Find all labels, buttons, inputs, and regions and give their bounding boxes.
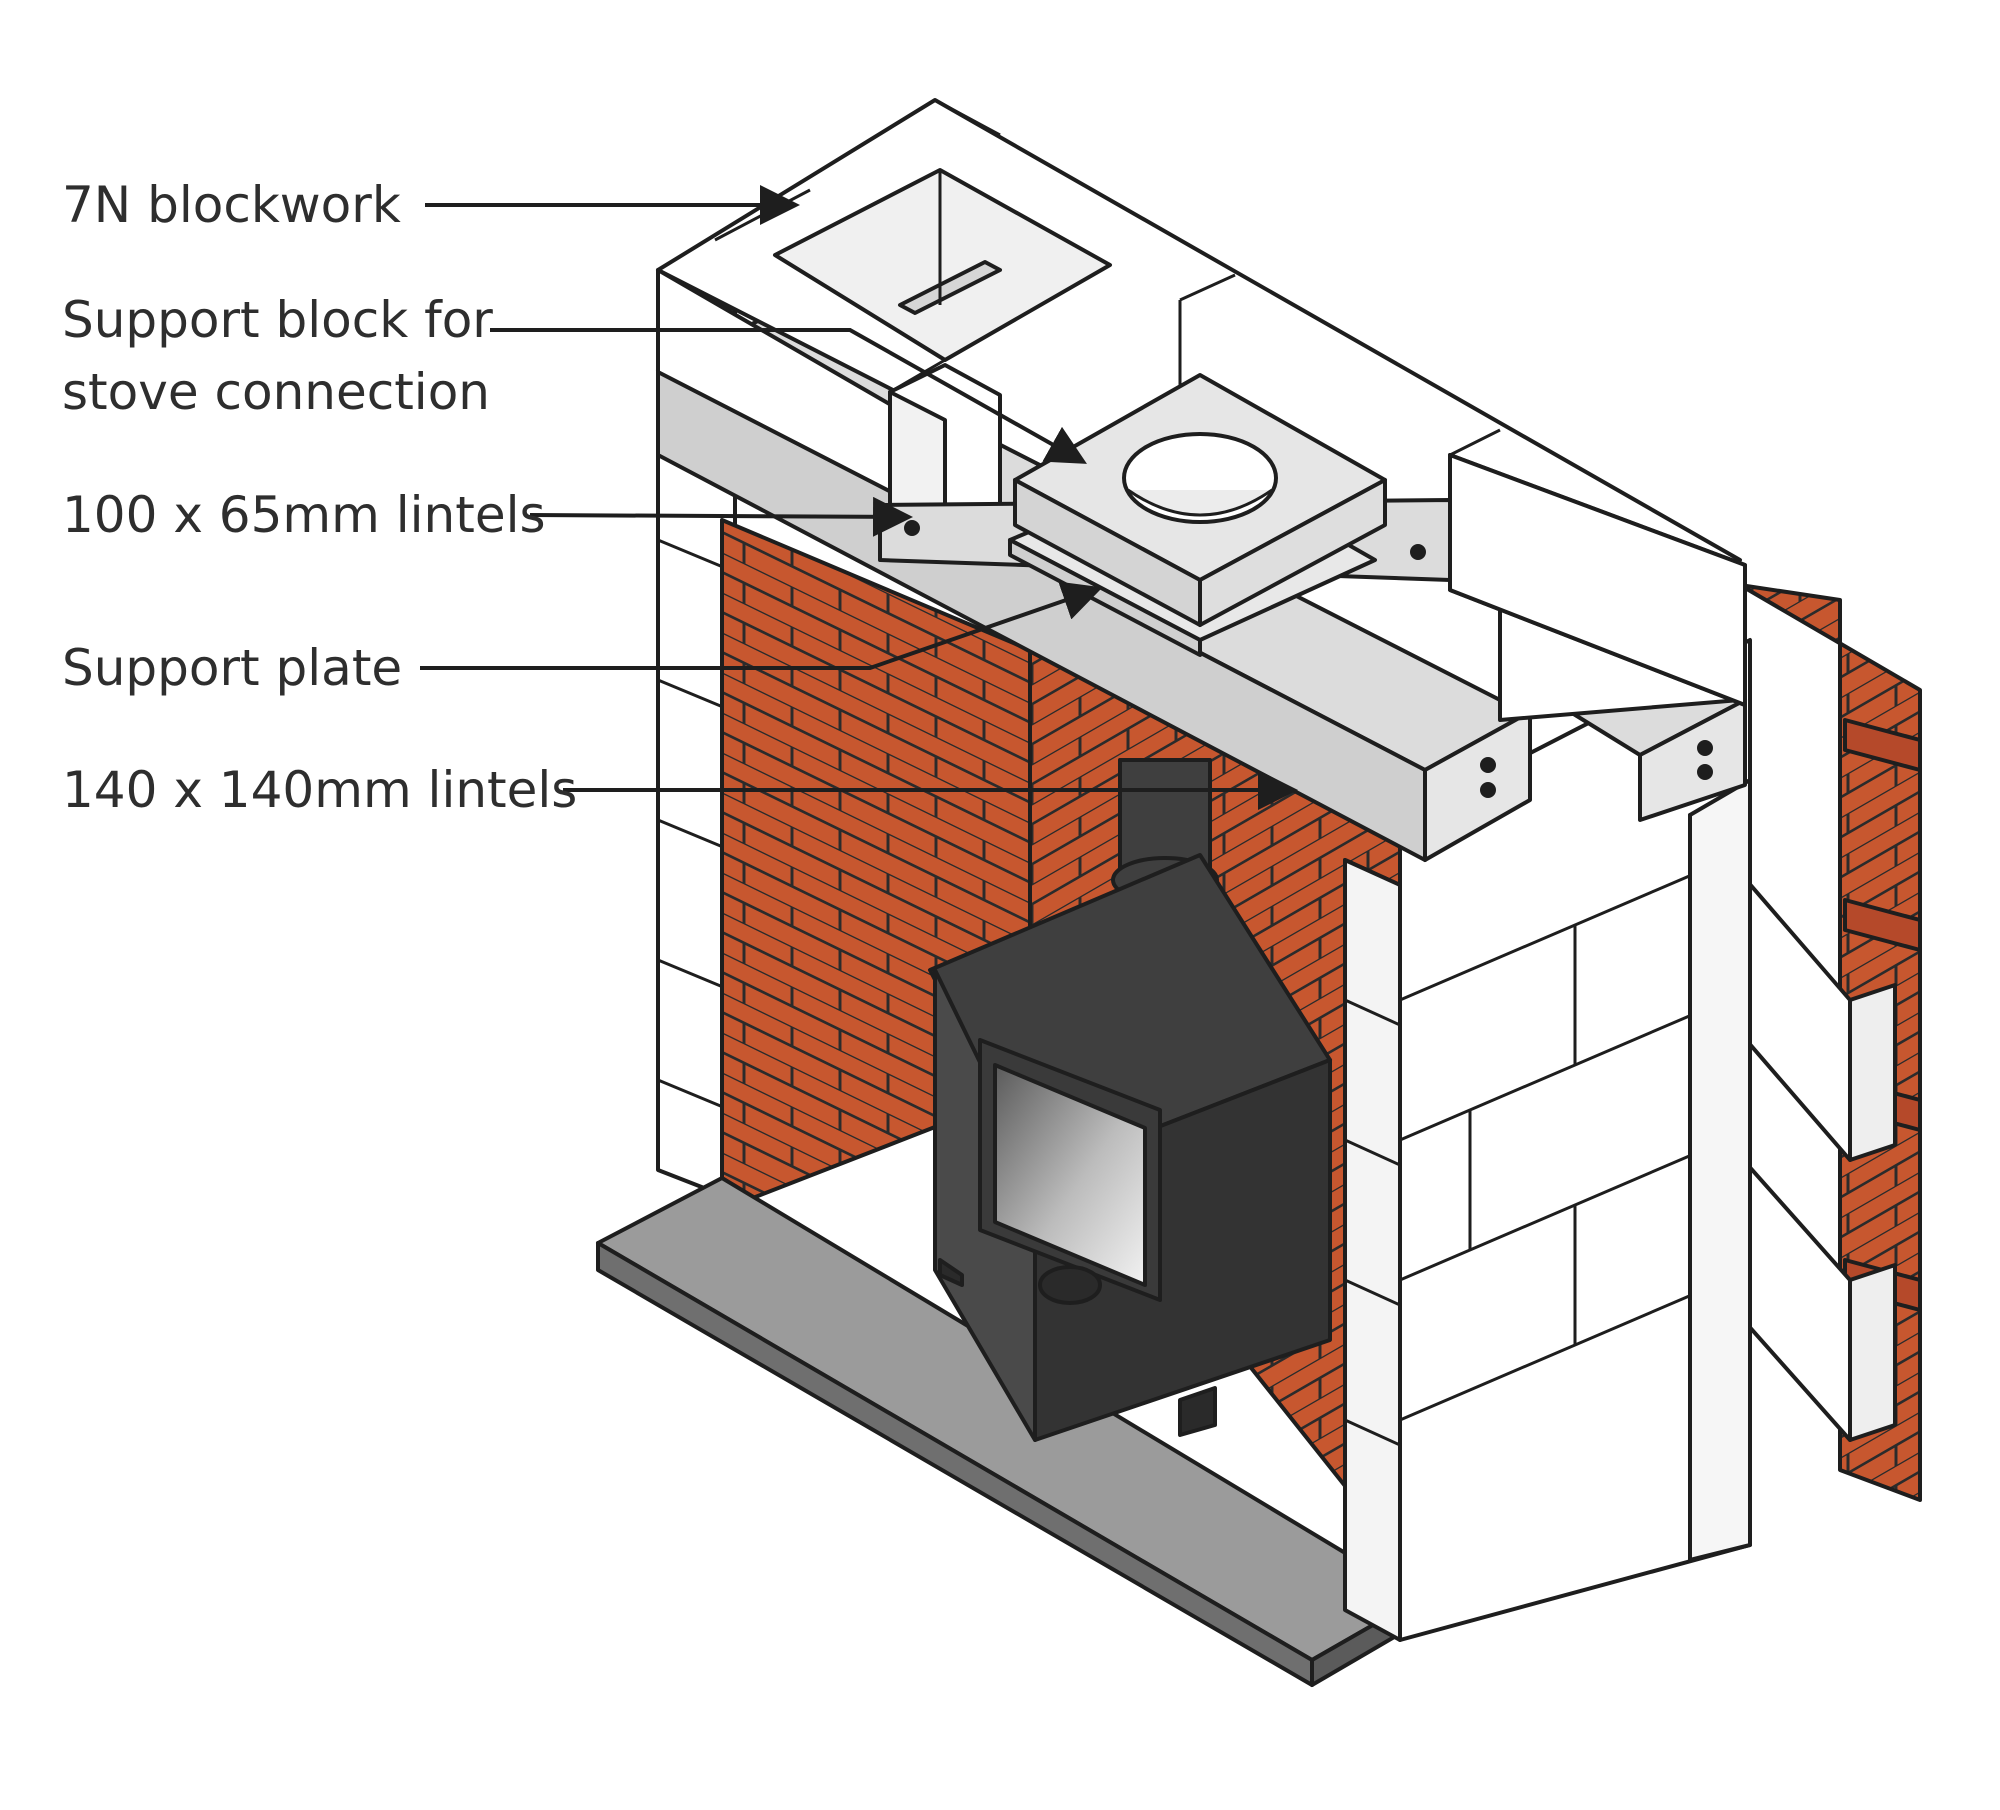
- right-block-wall: [1343, 638, 1897, 1642]
- arrow-support-plate: [420, 581, 1103, 670]
- label-support-plate: Support plate: [62, 639, 403, 697]
- arrow-support-block: [490, 328, 1087, 464]
- label-blockwork: 7N blockwork: [62, 176, 401, 234]
- label-support-block-line2: stove connection: [62, 363, 490, 421]
- arrow-lintels-small: [529, 496, 913, 537]
- label-lintels-small: 100 x 65mm lintels: [62, 486, 546, 544]
- leader-lines: [420, 185, 1298, 810]
- label-support-block-line1: Support block for: [62, 291, 493, 349]
- support-block: [1013, 373, 1387, 627]
- label-lintels-large: 140 x 140mm lintels: [62, 761, 578, 819]
- wood-stove: [928, 758, 1332, 1442]
